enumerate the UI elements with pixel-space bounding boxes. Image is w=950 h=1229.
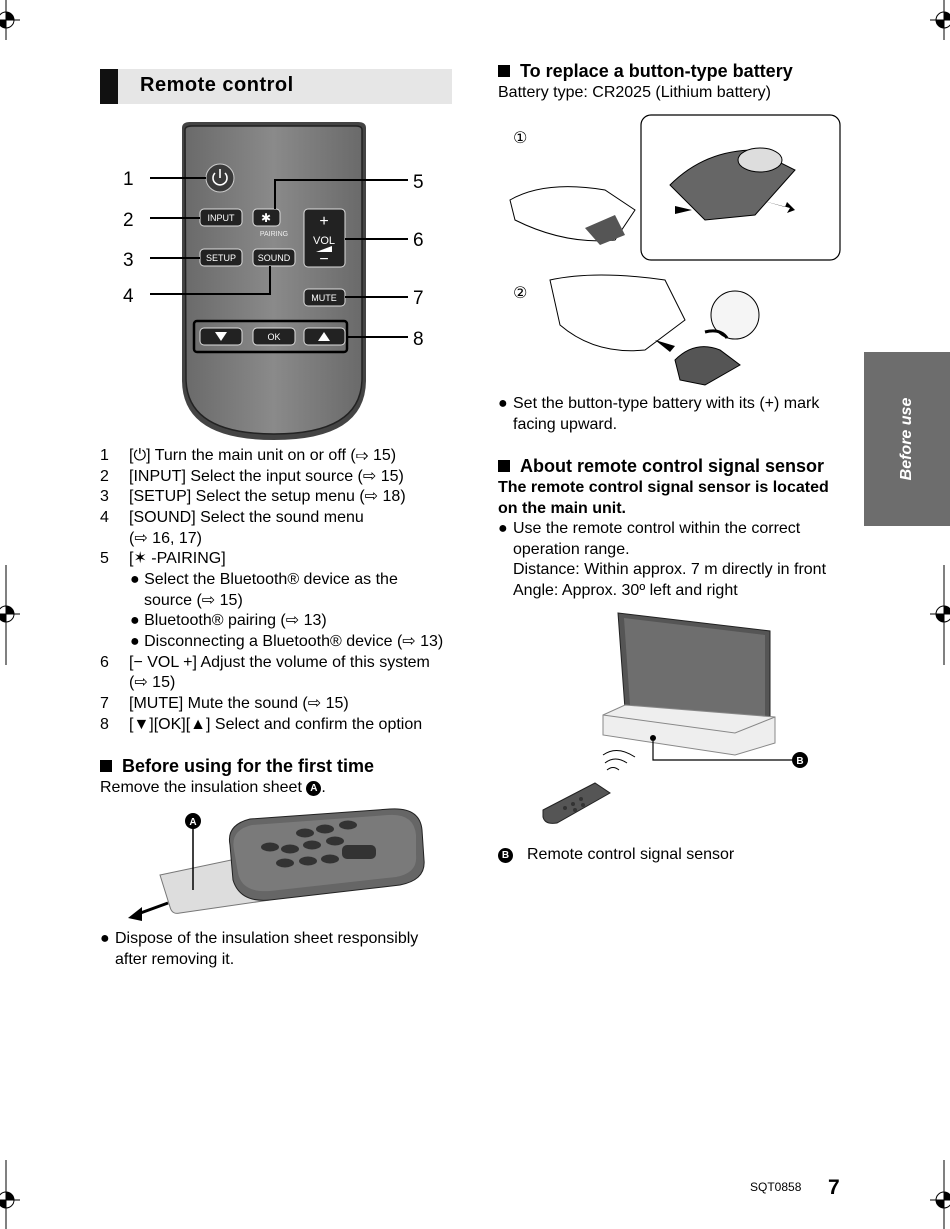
callout-6: 6 <box>413 230 424 251</box>
marker-b-label: B <box>796 756 803 767</box>
input-button-label: INPUT <box>208 213 236 223</box>
marker-b: B <box>498 848 513 863</box>
svg-text:✱: ✱ <box>261 211 271 225</box>
section-title: Remote control <box>140 74 294 96</box>
dispose-bullet: ● Dispose of the insulation sheet respon… <box>100 930 419 968</box>
ok-button-label: OK <box>267 332 280 342</box>
pairing-label: PAIRING <box>260 231 288 238</box>
svg-text:+: + <box>319 213 328 230</box>
marker-a-label: A <box>189 817 196 828</box>
sensor-heading: About remote control signal sensor <box>498 455 824 477</box>
callout-8: 8 <box>413 329 424 350</box>
callout-5: 5 <box>413 172 424 193</box>
callout-4: 4 <box>123 286 134 307</box>
remote-control-illustration: INPUT ✱ PAIRING SETUP SOUND + VOL − MUTE… <box>123 122 424 440</box>
svg-text:−: − <box>319 251 328 268</box>
first-time-text: Remove the insulation sheet A. <box>100 779 326 796</box>
signal-sensor-illustration: B <box>542 612 808 824</box>
marker-a: A <box>306 781 322 796</box>
setup-button-label: SETUP <box>206 253 236 263</box>
header-bar-accent <box>100 69 118 104</box>
vol-button-label: VOL <box>313 235 335 247</box>
battery-bullet: ● Set the button-type battery with its (… <box>498 395 820 433</box>
insulation-sheet-illustration: A <box>128 808 425 921</box>
battery-heading: To replace a button-type battery <box>498 60 793 82</box>
sound-button-label: SOUND <box>258 253 291 263</box>
callout-3: 3 <box>123 250 134 271</box>
step-1-label: ① <box>513 128 527 147</box>
battery-type: Battery type: CR2025 (Lithium battery) <box>498 84 772 101</box>
section-header-remote-control: Remote control <box>100 69 452 104</box>
list-subitem: ● Bluetooth® pairing (⇨ 13) <box>130 612 327 629</box>
sensor-bullet: ● Use the remote control within the corr… <box>498 520 827 599</box>
list-subitem: source (⇨ 15) <box>144 592 243 609</box>
callout-2: 2 <box>123 210 134 231</box>
list-subitem: ● Select the Bluetooth® device as the <box>130 571 398 588</box>
step-2-label: ② <box>513 283 527 302</box>
page-number: 7 <box>828 1176 840 1199</box>
mute-button-label: MUTE <box>311 293 337 303</box>
callout-1: 1 <box>123 169 134 190</box>
sensor-location-note: The remote control signal sensor is loca… <box>498 479 829 517</box>
side-tab-before-use: Before use <box>864 352 950 526</box>
list-subitem: ● Disconnecting a Bluetooth® device (⇨ 1… <box>130 633 444 650</box>
first-time-heading: Before using for the first time <box>100 755 374 777</box>
callout-7: 7 <box>413 288 424 309</box>
battery-replacement-illustration: ① ② <box>509 114 841 386</box>
document-code: SQT0858 <box>750 1180 802 1194</box>
